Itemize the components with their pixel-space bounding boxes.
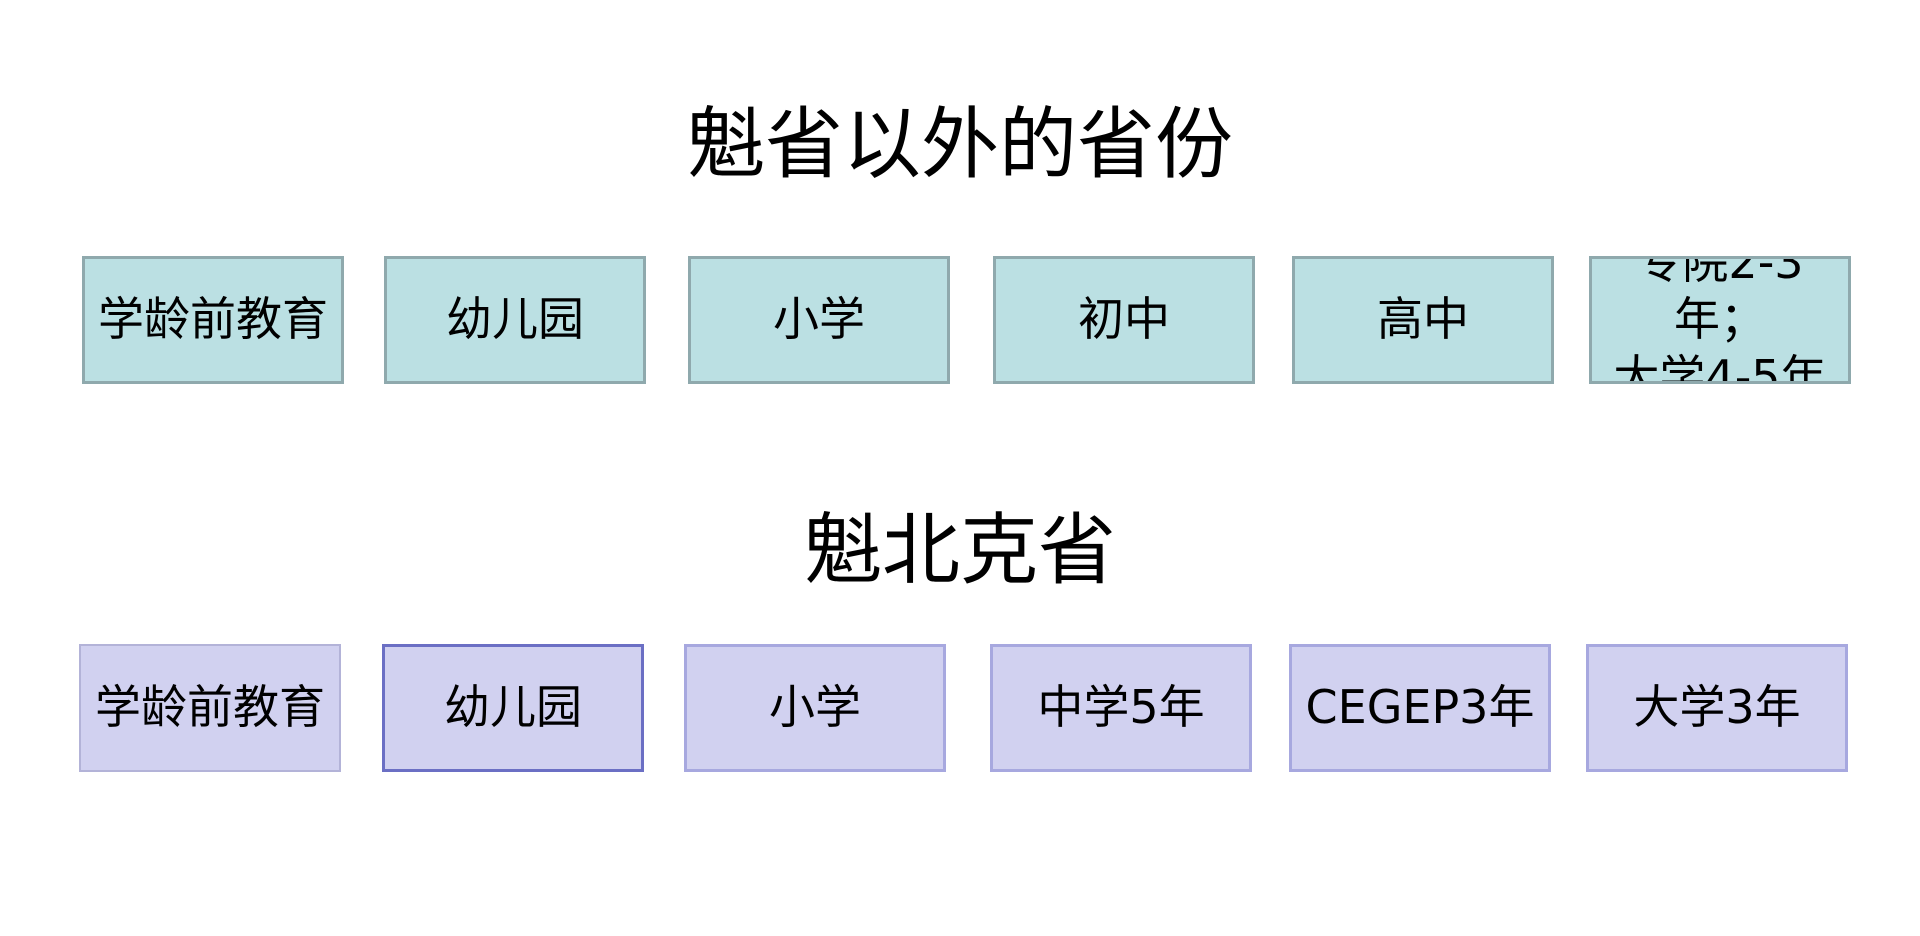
stage-box-senior-high: 高中: [1292, 256, 1554, 384]
stage-label: 幼儿园: [446, 292, 584, 347]
stage-label: 高中: [1377, 292, 1469, 347]
stage-label: 学龄前教育: [95, 680, 325, 735]
stage-box-primary: 小学: [688, 256, 950, 384]
stage-label: 小学: [773, 292, 865, 347]
stage-box-preschool: 学龄前教育: [79, 644, 341, 772]
stage-label: 小学: [769, 680, 861, 735]
stage-box-university: 大学3年: [1586, 644, 1848, 772]
stage-label: 专院2-3年； 大学4-5年: [1613, 256, 1827, 384]
stage-box-secondary: 中学5年: [990, 644, 1252, 772]
stage-box-kindergarten: 幼儿园: [384, 256, 646, 384]
stage-label: 初中: [1078, 292, 1170, 347]
stage-row-other-provinces: 学龄前教育 幼儿园 小学 初中 高中 专院2-3年； 大学4-5年: [0, 256, 1920, 386]
section-title-other-provinces: 魁省以外的省份: [686, 100, 1233, 190]
stage-box-primary: 小学: [684, 644, 946, 772]
stage-box-kindergarten: 幼儿园: [382, 644, 644, 772]
stage-label: 学龄前教育: [98, 292, 328, 347]
section-title-quebec: 魁北克省: [803, 506, 1116, 596]
stage-row-quebec: 学龄前教育 幼儿园 小学 中学5年 CEGEP3年 大学3年: [0, 644, 1920, 774]
stage-box-junior-high: 初中: [993, 256, 1255, 384]
stage-box-preschool: 学龄前教育: [82, 256, 344, 384]
stage-label: 幼儿园: [444, 680, 582, 735]
stage-label: 中学5年: [1037, 680, 1205, 735]
stage-box-cegep: CEGEP3年: [1289, 644, 1551, 772]
stage-label: CEGEP3年: [1305, 680, 1535, 735]
stage-label: 大学3年: [1633, 680, 1801, 735]
stage-box-college-university: 专院2-3年； 大学4-5年: [1589, 256, 1851, 384]
